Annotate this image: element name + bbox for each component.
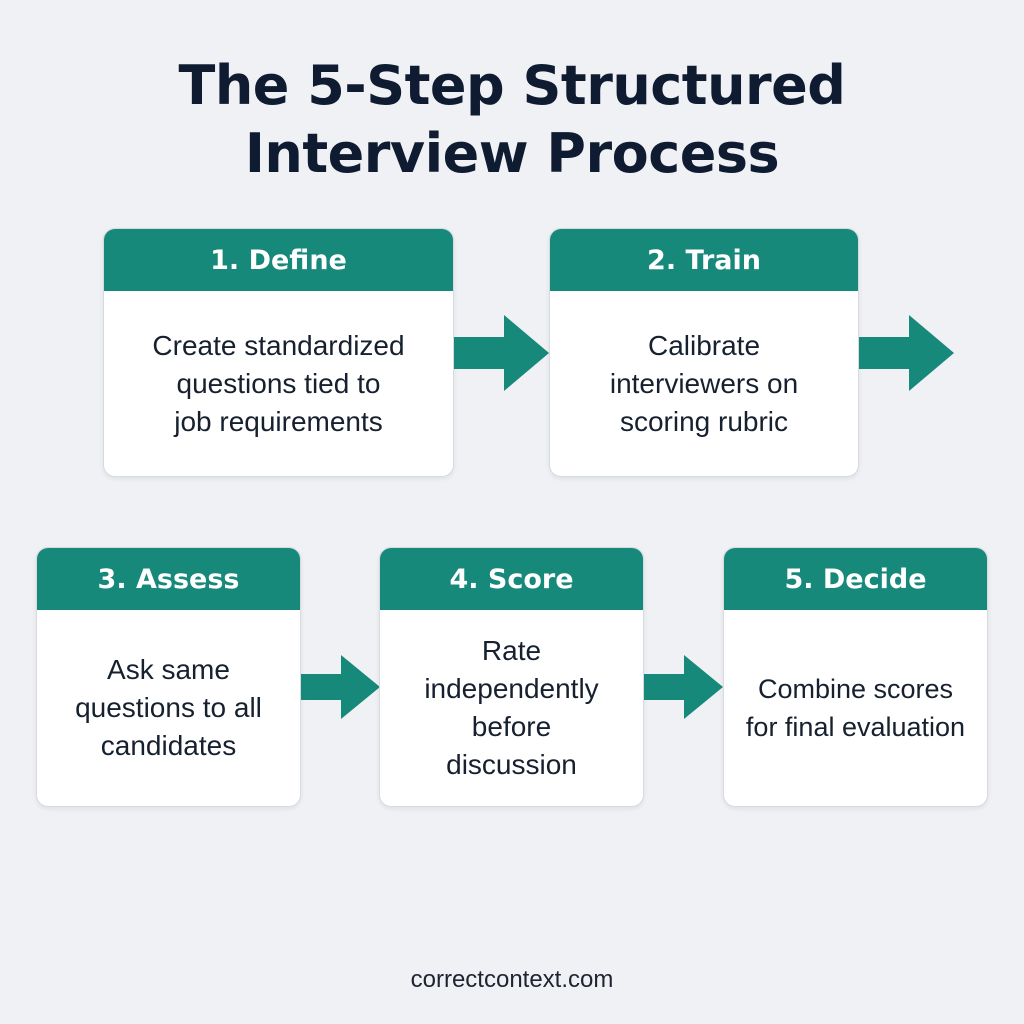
step-description-line: scoring rubric <box>619 405 789 437</box>
arrow-right-icon <box>301 655 380 719</box>
step-header-score: 4. Score <box>380 548 643 610</box>
step-description-line: interviewers on <box>609 367 799 399</box>
title-line-1: The 5-Step Structured <box>178 54 846 117</box>
step-description-line: before <box>471 711 552 742</box>
step-description-line: questions to all <box>75 692 262 723</box>
step-card-define: 1. Define Create standardized questions … <box>103 228 454 477</box>
step-description-line: discussion <box>446 749 577 780</box>
step-card-assess: 3. Assess Ask same questions to all cand… <box>36 547 301 807</box>
step-card-score: 4. Score Rate independently before discu… <box>379 547 644 807</box>
step-description-assess: Ask same questions to all candidates <box>37 610 300 806</box>
step-card-decide: 5. Decide Combine scores for final evalu… <box>723 547 988 807</box>
step-header-decide: 5. Decide <box>724 548 987 610</box>
page-title: The 5-Step Structured Interview Process <box>0 52 1024 188</box>
step-description-line: Calibrate <box>647 329 761 361</box>
step-description-train: Calibrate interviewers on scoring rubric <box>550 291 858 476</box>
step-description-line: questions tied to <box>176 367 381 399</box>
step-description-line: candidates <box>100 730 237 761</box>
step-description-line: Ask same <box>107 654 230 685</box>
arrow-right-icon <box>454 315 549 391</box>
step-header-assess: 3. Assess <box>37 548 300 610</box>
step-description-decide: Combine scores for final evaluation <box>724 610 987 806</box>
step-card-train: 2. Train Calibrate interviewers on scori… <box>549 228 859 477</box>
step-description-line: for final evaluation <box>745 712 966 742</box>
step-description-line: Combine scores <box>757 674 954 704</box>
step-description-score: Rate independently before discussion <box>380 610 643 806</box>
step-description-line: independently <box>424 673 599 704</box>
step-header-train: 2. Train <box>550 229 858 291</box>
arrow-right-icon <box>859 315 954 391</box>
step-description-line: Rate <box>481 635 542 666</box>
step-description-line: job requirements <box>174 405 383 437</box>
step-description-define: Create standardized questions tied to jo… <box>104 291 453 476</box>
footer-url: correctcontext.com <box>410 966 614 993</box>
step-header-define: 1. Define <box>104 229 453 291</box>
arrow-right-icon <box>644 655 723 719</box>
title-line-2: Interview Process <box>244 122 780 185</box>
step-description-line: Create standardized <box>152 329 405 361</box>
